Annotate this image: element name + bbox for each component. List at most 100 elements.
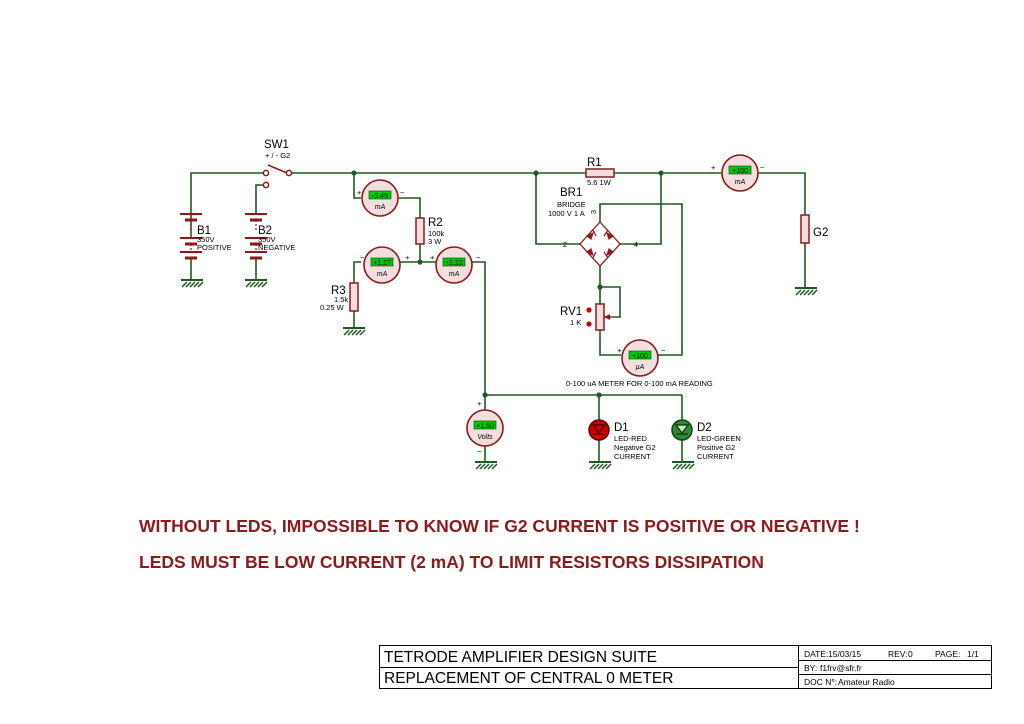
m3-unit: mA	[449, 271, 460, 278]
m5-minus: −	[661, 346, 666, 355]
sw1-desc: + / - G2	[265, 151, 290, 160]
rv1-value: 1 K	[570, 318, 581, 327]
doc-label: DOC N°:	[804, 677, 838, 687]
m1-unit: mA	[375, 204, 386, 211]
battery-b1[interactable]: B1 350V POSITIVE	[180, 213, 232, 260]
br1-type: BRIDGE	[557, 200, 586, 209]
meter-annotation: 0-100 uA METER FOR 0-100 mA READING	[566, 379, 713, 388]
g2-load[interactable]: G2	[800, 214, 828, 244]
voltmeter[interactable]: + − +1.50 Volts	[466, 399, 504, 456]
r2-ref: R2	[428, 217, 443, 229]
date-value: 15/03/15	[828, 649, 862, 659]
b2-value: 350V	[258, 235, 276, 244]
br1-ref: BR1	[560, 187, 582, 199]
rev-value: 0	[908, 649, 913, 659]
m5-unit: µA	[636, 364, 645, 371]
r2-power: 3 W	[428, 237, 442, 246]
ground-g2	[794, 287, 818, 296]
led-d1[interactable]: D1 LED-RED Negative G2 CURRENT	[588, 419, 656, 461]
m5-reading: +100	[632, 353, 648, 360]
br1-pin3: 3	[591, 210, 598, 214]
ground-b1	[180, 279, 204, 288]
d2-ref: D2	[697, 422, 712, 434]
ammeter-3[interactable]: + − +2.22 mA	[430, 246, 481, 284]
br1-pin2: 2	[563, 242, 567, 249]
title-block-subtitle: REPLACEMENT OF CENTRAL 0 METER	[384, 670, 674, 687]
m4-unit: mA	[735, 179, 746, 186]
b2-desc: NEGATIVE	[258, 243, 295, 252]
m2-minus: −	[360, 253, 365, 262]
d1-line1: Negative G2	[614, 443, 656, 452]
battery-b2[interactable]: B2 350V NEGATIVE	[245, 208, 295, 260]
m4-minus: −	[760, 163, 765, 172]
page-label: PAGE:	[935, 649, 961, 659]
b1-value: 350V	[197, 235, 215, 244]
ground-d2	[671, 461, 695, 470]
g2-ref: G2	[813, 227, 828, 239]
date-label: DATE:	[804, 649, 829, 659]
b1-desc: POSITIVE	[197, 243, 232, 252]
m2-unit: mA	[377, 271, 388, 278]
ground-d1	[588, 461, 612, 470]
m1-plus: +	[357, 188, 362, 197]
rv1-ref: RV1	[560, 306, 582, 318]
r3-power: 0.25 W	[320, 303, 345, 312]
d1-type: LED-RED	[614, 434, 648, 443]
m5-plus: +	[617, 346, 622, 355]
doc-value: Amateur Radio	[838, 677, 895, 687]
m6-unit: Volts	[477, 434, 493, 441]
br1-rating: 1000 V 1 A	[548, 209, 585, 218]
m3-reading: +2.22	[445, 260, 463, 267]
ammeter-2[interactable]: − + +1.27 mA	[360, 246, 410, 284]
led-d2[interactable]: D2 LED-GREEN Positive G2 CURRENT	[671, 419, 741, 461]
r1-ref: R1	[587, 157, 602, 169]
m2-reading: +1.27	[373, 260, 391, 267]
d2-line2: CURRENT	[697, 452, 734, 461]
rev-label: REV:	[888, 649, 908, 659]
warning-message-1: WITHOUT LEDS, IMPOSSIBLE TO KNOW IF G2 C…	[139, 516, 860, 536]
resistor-r3[interactable]: R3 1.5k 0.25 W	[320, 282, 359, 312]
title-block: TETRODE AMPLIFIER DESIGN SUITE REPLACEME…	[379, 645, 992, 689]
switch-sw1[interactable]: SW1 + / - G2	[262, 139, 293, 189]
b2-ref: B2	[258, 225, 272, 237]
page-value: 1/1	[967, 649, 979, 659]
ammeter-4[interactable]: + − +100 mA	[711, 154, 765, 192]
by-label: BY:	[804, 663, 818, 673]
d2-line1: Positive G2	[697, 443, 735, 452]
title-block-main: TETRODE AMPLIFIER DESIGN SUITE REPLACEME…	[380, 646, 799, 688]
bridge-br1[interactable]: BR1 BRIDGE 1000 V 1 A 2 3 4	[548, 187, 638, 267]
m3-plus: +	[430, 253, 435, 262]
m1-reading: -3.49	[372, 193, 388, 200]
resistor-r2[interactable]: R2 100k 3 W	[415, 217, 445, 246]
br1-pin4: 4	[634, 242, 638, 249]
by-value: f1frv@sfr.fr	[820, 663, 862, 673]
m3-minus: −	[476, 253, 481, 262]
m2-plus: +	[405, 253, 410, 262]
m1-minus: −	[400, 188, 405, 197]
r2-value: 100k	[428, 229, 445, 238]
r3-ref: R3	[331, 285, 346, 297]
d1-line2: CURRENT	[614, 452, 651, 461]
junctions	[351, 170, 664, 398]
microammeter[interactable]: + − +100 µA	[617, 339, 666, 377]
ammeter-1[interactable]: + − -3.49 mA	[357, 179, 405, 217]
ground-volts	[474, 461, 498, 470]
d1-ref: D1	[614, 422, 629, 434]
potentiometer-rv1[interactable]: RV1 1 K	[560, 303, 610, 331]
ground-leads	[190, 258, 257, 280]
m6-reading: +1.50	[476, 423, 494, 430]
m4-reading: +100	[732, 168, 748, 175]
ground-b2	[244, 279, 268, 288]
d2-type: LED-GREEN	[697, 434, 741, 443]
resistor-r1[interactable]: R1 5.6 1W	[585, 157, 615, 187]
warning-message-2: LEDS MUST BE LOW CURRENT (2 mA) TO LIMIT…	[139, 552, 764, 572]
wires	[190, 172, 806, 461]
sw1-ref: SW1	[264, 139, 289, 151]
r1-value: 5.6 1W	[587, 178, 612, 187]
m4-plus: +	[711, 163, 716, 172]
ground-r3	[342, 327, 366, 336]
b1-ref: B1	[197, 225, 211, 237]
m6-plus: +	[477, 399, 482, 408]
m6-minus: −	[477, 447, 482, 456]
